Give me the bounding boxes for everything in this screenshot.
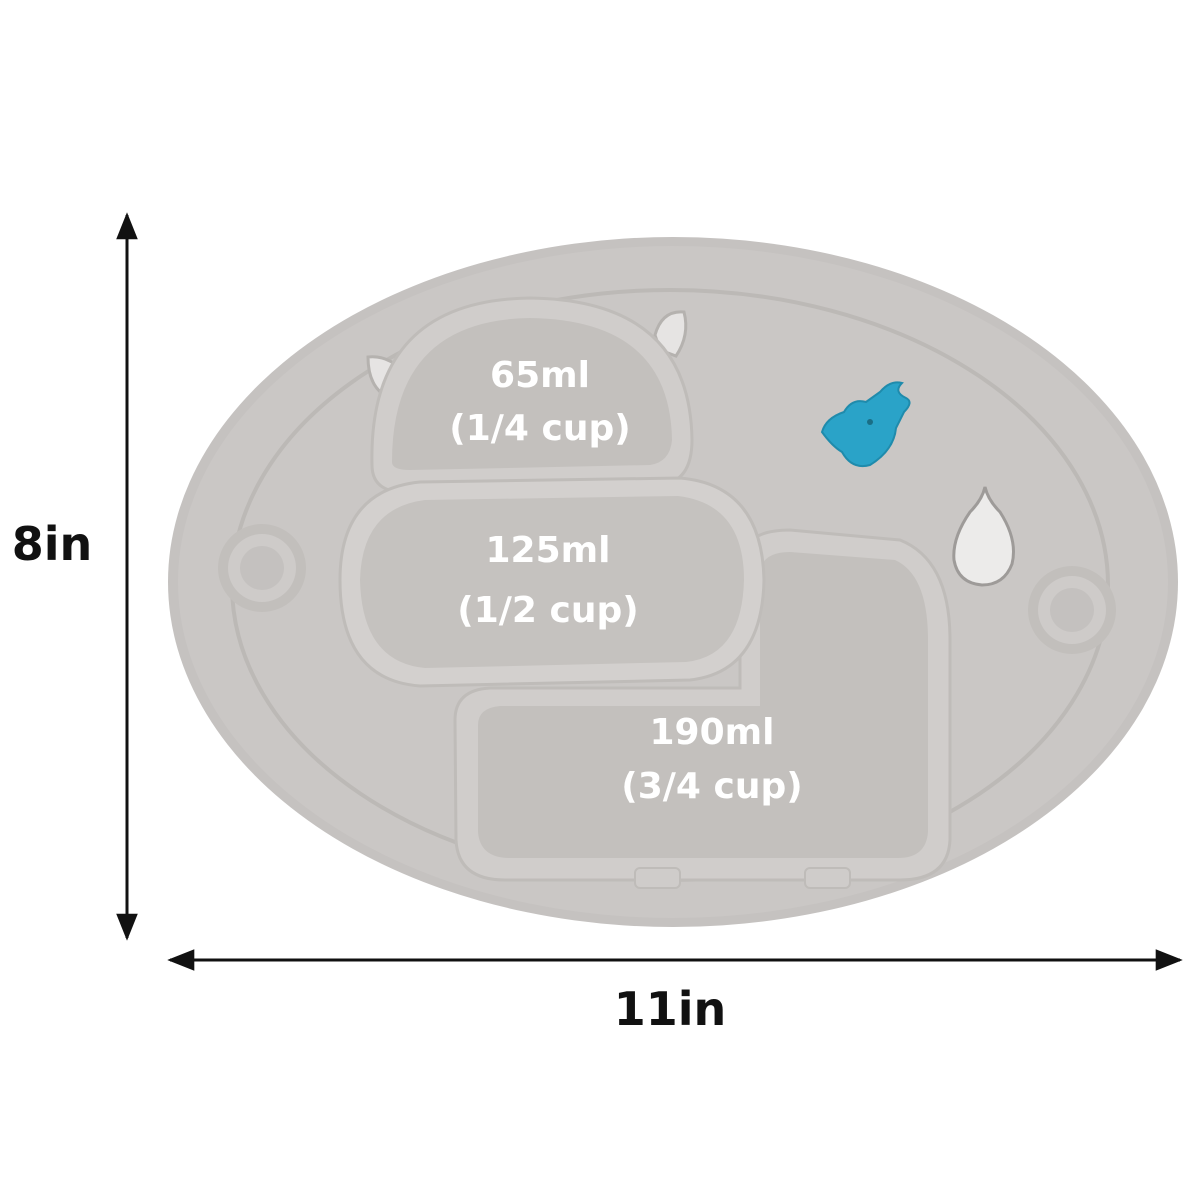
middle-cup-label: (1/2 cup) (457, 590, 638, 631)
bottom-volume-label: 190ml (650, 712, 775, 753)
middle-volume-label: 125ml (486, 530, 611, 571)
milk-drop-icon (952, 486, 1015, 587)
top-volume-label: 65ml (490, 355, 590, 396)
width-label: 11in (614, 982, 727, 1036)
top-cup-label: (1/4 cup) (449, 408, 630, 449)
suction-cup-icon (218, 524, 306, 612)
bird-icon (820, 381, 911, 468)
bottom-cup-label: (3/4 cup) (621, 766, 802, 807)
suction-cup-icon (1028, 566, 1116, 654)
height-label: 8in (12, 517, 93, 571)
divided-bowl (338, 296, 952, 889)
